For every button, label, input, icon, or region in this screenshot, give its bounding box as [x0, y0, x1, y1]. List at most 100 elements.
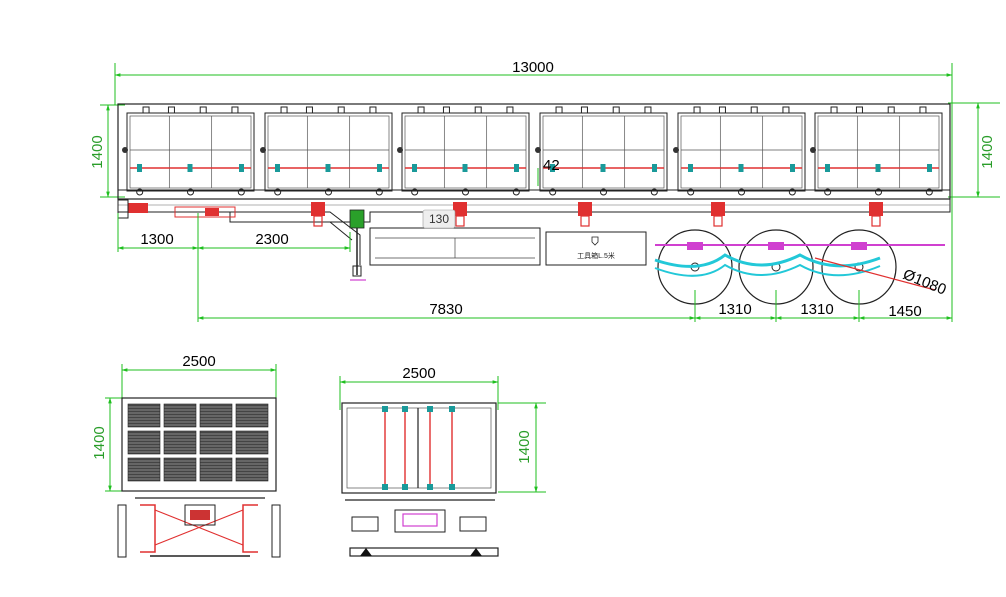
support-jack [711, 202, 725, 227]
hinge-icon [750, 106, 758, 114]
side-view: 13000 1400 1400 [89, 59, 1000, 322]
rear-door-frame [341, 402, 497, 494]
wheel-diameter-label: Ø1080 [901, 266, 949, 299]
bolt-icon [325, 188, 332, 196]
latch-icon [600, 164, 606, 172]
bolt-icon [375, 188, 383, 196]
rear-overhang-label: 1450 [888, 303, 921, 320]
rear-width-label: 2500 [402, 365, 435, 382]
post-icon [810, 147, 816, 153]
support-jack [869, 202, 883, 227]
front-landing-gear [117, 497, 281, 558]
latch-icon [187, 164, 193, 172]
bolt-icon [738, 188, 745, 196]
hinge-icon [580, 106, 588, 114]
tag-130-label: 130 [429, 212, 449, 226]
latch-icon [239, 164, 244, 172]
body-height-right-label: 1400 [979, 135, 996, 168]
latch-icon [325, 164, 331, 172]
hinge-icon [199, 106, 207, 114]
grill-cell [127, 457, 161, 482]
toolbox-label: 工具箱L.5米 [577, 251, 615, 260]
support-jack [578, 202, 592, 227]
latch-icon [790, 164, 795, 172]
side-panel [397, 106, 530, 196]
overall-length-label: 13000 [512, 59, 554, 76]
hinge-icon [167, 106, 175, 114]
post-icon [122, 147, 128, 153]
hinge-icon [417, 106, 425, 114]
front-height-label: 1400 [91, 426, 108, 459]
suspension [654, 244, 945, 291]
hinge-icon [337, 106, 345, 114]
bolt-icon [824, 188, 832, 196]
latch-icon [427, 484, 433, 490]
bolt-icon [512, 188, 520, 196]
axle-position-dimension: 7830 [197, 290, 696, 322]
support-jack [311, 202, 325, 227]
hinge-icon [305, 106, 313, 114]
bolt-icon [411, 188, 419, 196]
side-panel [673, 106, 806, 196]
latch-icon [382, 484, 388, 490]
landing-gear-offset-dimension: 2300 [197, 231, 351, 252]
front-panel-frame [121, 397, 277, 492]
axle-position-label: 7830 [429, 301, 462, 318]
hinge-icon [231, 106, 239, 114]
front-width-label: 2500 [182, 353, 215, 370]
kingpin-assembly [117, 199, 236, 219]
hinge-icon [782, 106, 790, 114]
front-overhang-label: 1300 [140, 231, 173, 248]
grill-cell [163, 403, 197, 428]
post-icon [397, 147, 403, 153]
reflector-left-icon [360, 548, 372, 556]
bolt-icon [788, 188, 796, 196]
body-height-label: 1400 [89, 135, 106, 168]
rear-height-label: 1400 [516, 430, 533, 463]
rear-width-dimension: 2500 [339, 365, 499, 410]
body-height-right-dimension: 1400 [948, 102, 1000, 198]
latch-icon [382, 406, 388, 412]
latch-icon [427, 406, 433, 412]
front-width-dimension: 2500 [121, 353, 277, 400]
side-panels [122, 106, 943, 196]
grill-cell [127, 403, 161, 428]
small-dimension: 42 [537, 157, 560, 186]
hinge-icon [644, 106, 652, 114]
grill-cell [163, 430, 197, 455]
chassis-supports [311, 202, 883, 227]
grill-cell [199, 403, 233, 428]
side-panel [122, 106, 255, 196]
reflector-right-icon [470, 548, 482, 556]
side-panel [535, 106, 668, 196]
bolt-icon [687, 188, 695, 196]
hinge-icon [369, 106, 377, 114]
front-height-dimension: 1400 [91, 397, 125, 492]
bolt-icon [136, 188, 144, 196]
door-bar [382, 406, 388, 490]
bolt-icon [237, 188, 245, 196]
latch-icon [825, 164, 830, 172]
hinge-icon [442, 106, 450, 114]
latch-icon [377, 164, 382, 172]
body-height-dimension: 1400 [89, 104, 125, 198]
bolt-icon [875, 188, 882, 196]
hinge-icon [718, 106, 726, 114]
grill-cell [199, 430, 233, 455]
bolt-icon [925, 188, 933, 196]
latch-icon [688, 164, 693, 172]
latch-icon [875, 164, 881, 172]
front-view: 2500 1400 [91, 353, 281, 558]
bolt-icon [650, 188, 658, 196]
rear-underride [345, 499, 499, 557]
latch-icon [738, 164, 744, 172]
rear-door-bars [382, 406, 455, 490]
door-bar [402, 406, 408, 490]
post-icon [535, 147, 541, 153]
toolbox: 工具箱L.5米 [545, 231, 647, 266]
tag-130: 130 [422, 209, 456, 229]
bolt-icon [549, 188, 557, 196]
hinge-icon [887, 106, 895, 114]
latch-icon [449, 484, 455, 490]
axle-group [657, 229, 897, 305]
